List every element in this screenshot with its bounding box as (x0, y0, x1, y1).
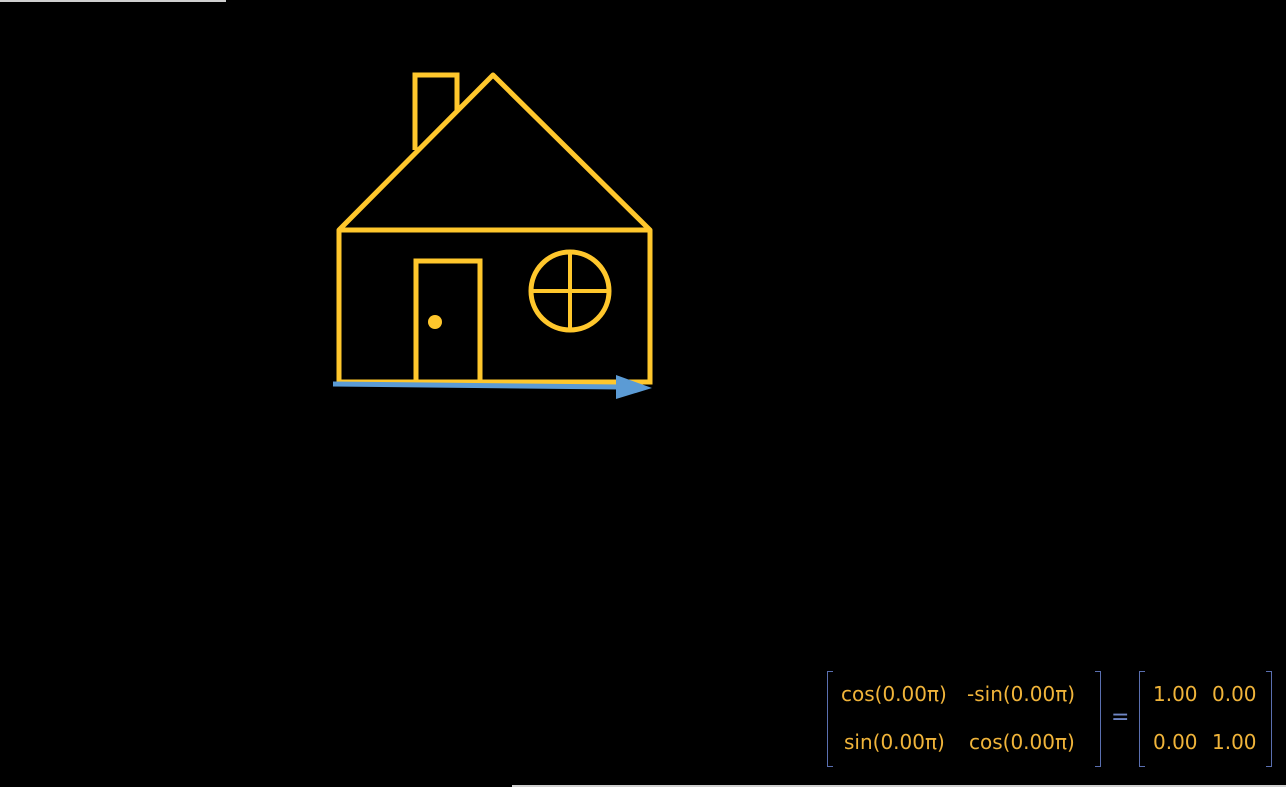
numeric-matrix-right-bracket (1266, 671, 1272, 767)
arrow-head (616, 375, 652, 399)
house-walls (336, 230, 653, 385)
numeric-cell-r1c0: 0.00 (1153, 730, 1198, 754)
numeric-rotation-matrix: 1.00 0.00 0.00 1.00 (1139, 671, 1272, 767)
top-edge-line (0, 0, 226, 2)
house-outline (336, 72, 653, 385)
symbolic-rotation-matrix: cos(0.00π) -sin(0.00π) sin(0.00π) cos(0.… (827, 671, 1101, 767)
numeric-cell-r0c0: 1.00 (1153, 682, 1198, 706)
numeric-cell-r0c1: 0.00 (1212, 682, 1257, 706)
bottom-edge-line (512, 785, 1286, 787)
door-knob (428, 315, 442, 329)
matrix-left-bracket (827, 671, 833, 767)
matrix-cell-r0c1: -sin(0.00π) (967, 682, 1076, 706)
matrix-cell-r1c0: sin(0.00π) (844, 730, 945, 754)
matrix-cell-r1c1: cos(0.00π) (969, 730, 1075, 754)
roof (336, 72, 653, 233)
chimney (412, 72, 460, 150)
numeric-cell-r1c1: 1.00 (1212, 730, 1257, 754)
matrix-right-bracket (1095, 671, 1101, 767)
numeric-matrix-left-bracket (1139, 671, 1145, 767)
equals-sign: = (1111, 705, 1130, 730)
basis-vector-arrow (332, 375, 652, 399)
matrix-cell-r0c0: cos(0.00π) (841, 682, 947, 706)
door (413, 258, 483, 382)
arrow-shaft (332, 381, 621, 390)
